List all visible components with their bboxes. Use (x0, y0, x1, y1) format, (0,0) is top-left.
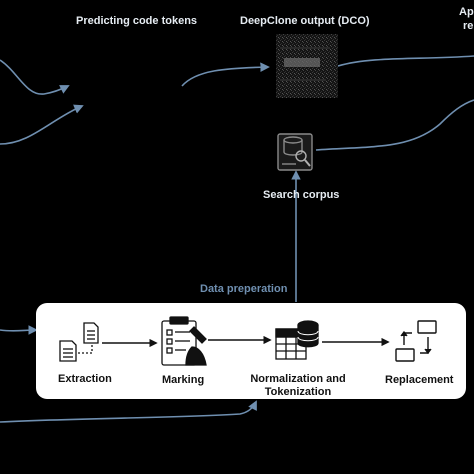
predicting-label: Predicting code tokens (76, 15, 198, 27)
connector-search-out (315, 99, 474, 151)
step-normalization-label-line2: Tokenization (264, 386, 332, 398)
step-marking-label: Marking (162, 374, 205, 386)
database-table-icon (275, 320, 319, 360)
pipeline-graphics (59, 316, 437, 366)
replace-arrows-icon (395, 320, 437, 362)
search-corpus-label: Search corpus (263, 189, 340, 201)
dco-label: DeepClone output (DCO) (240, 15, 370, 27)
connector-curve-left-1 (0, 59, 70, 95)
connector-dco-out (337, 55, 474, 67)
connector-bottom-curve (0, 400, 257, 423)
step-normalization-label-line1: Normalization and (250, 373, 346, 385)
corner-label-line2: re (463, 20, 474, 32)
connector-into-panel (0, 325, 38, 335)
corner-label-line1: Ap (459, 6, 474, 18)
step-extraction-label: Extraction (58, 373, 112, 385)
documents-icon (59, 322, 99, 362)
checklist-clipboard-icon (161, 316, 207, 366)
connector-curve-left-2 (0, 104, 84, 145)
step-replacement-label: Replacement (385, 374, 454, 386)
code-output-icon (276, 34, 338, 98)
data-preparation-label: Data preperation (200, 283, 288, 295)
connector-curve-to-dco (181, 62, 270, 87)
search-database-icon (277, 133, 313, 171)
data-preparation-panel: Extraction Marking Normalization and Tok… (36, 303, 466, 399)
